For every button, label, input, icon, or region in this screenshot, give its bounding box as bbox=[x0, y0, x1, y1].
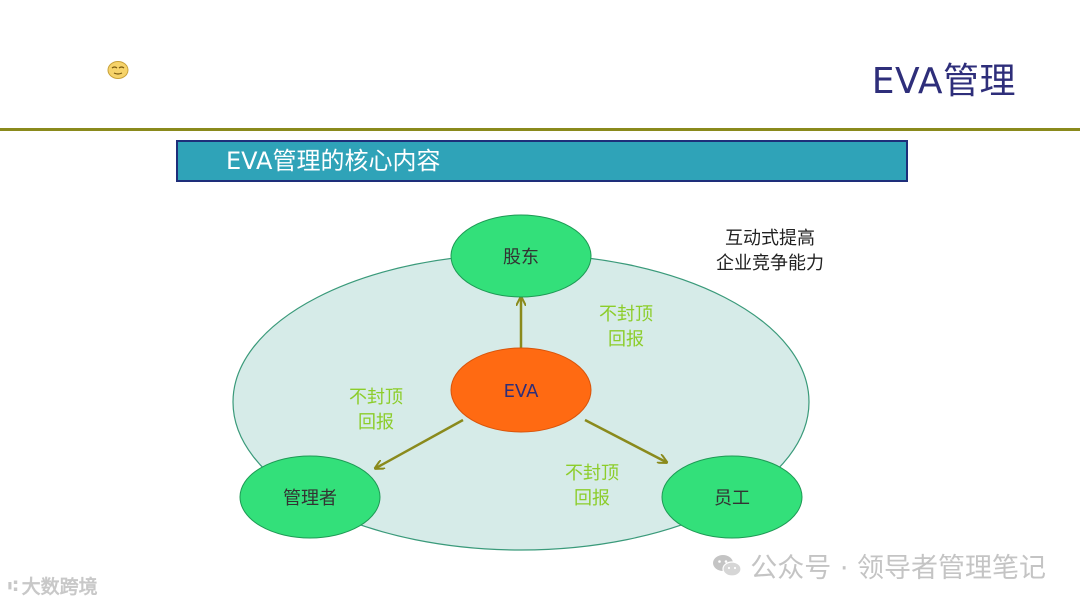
manager-label: 管理者 bbox=[283, 488, 337, 509]
side-note: 互动式提高 企业竞争能力 bbox=[695, 226, 845, 276]
edge-label-right-line1: 不封顶 bbox=[565, 463, 619, 484]
eva-center-label: EVA bbox=[504, 381, 540, 402]
edge-label-left-line1: 不封顶 bbox=[349, 387, 403, 408]
shareholder-node bbox=[450, 214, 592, 298]
header-divider bbox=[0, 128, 1080, 131]
side-note-line1: 互动式提高 bbox=[725, 228, 815, 249]
corner-logo-text: 大数跨境 bbox=[21, 576, 98, 598]
employee-node bbox=[661, 455, 803, 539]
manager-node bbox=[239, 455, 381, 539]
watermark-text: 公众号 · 领导者管理笔记 bbox=[750, 553, 1046, 584]
eva-center-node bbox=[450, 347, 592, 433]
arrow-to-manager bbox=[376, 418, 464, 468]
edge-label-left-line2: 回报 bbox=[358, 412, 394, 433]
wechat-icon bbox=[713, 554, 742, 577]
edge-label-right-line2: 回报 bbox=[574, 488, 610, 509]
side-note-line2: 企业竞争能力 bbox=[716, 253, 824, 274]
arrow-to-employee bbox=[584, 418, 666, 462]
edge-label-top-line1: 不封顶 bbox=[599, 304, 653, 325]
corner-logo: ⑆ 大数跨境 bbox=[8, 572, 98, 599]
edge-label-top-line2: 回报 bbox=[608, 329, 644, 350]
shareholder-label: 股东 bbox=[503, 247, 539, 268]
corner-logo-mark: ⑆ bbox=[8, 576, 18, 595]
employee-label: 员工 bbox=[714, 488, 750, 509]
page-title: EVA管理 bbox=[871, 61, 1016, 102]
watermark: 公众号 · 领导者管理笔记 bbox=[712, 546, 1046, 585]
smiley-icon bbox=[107, 61, 129, 79]
section-banner: EVA管理的核心内容 bbox=[176, 140, 908, 182]
